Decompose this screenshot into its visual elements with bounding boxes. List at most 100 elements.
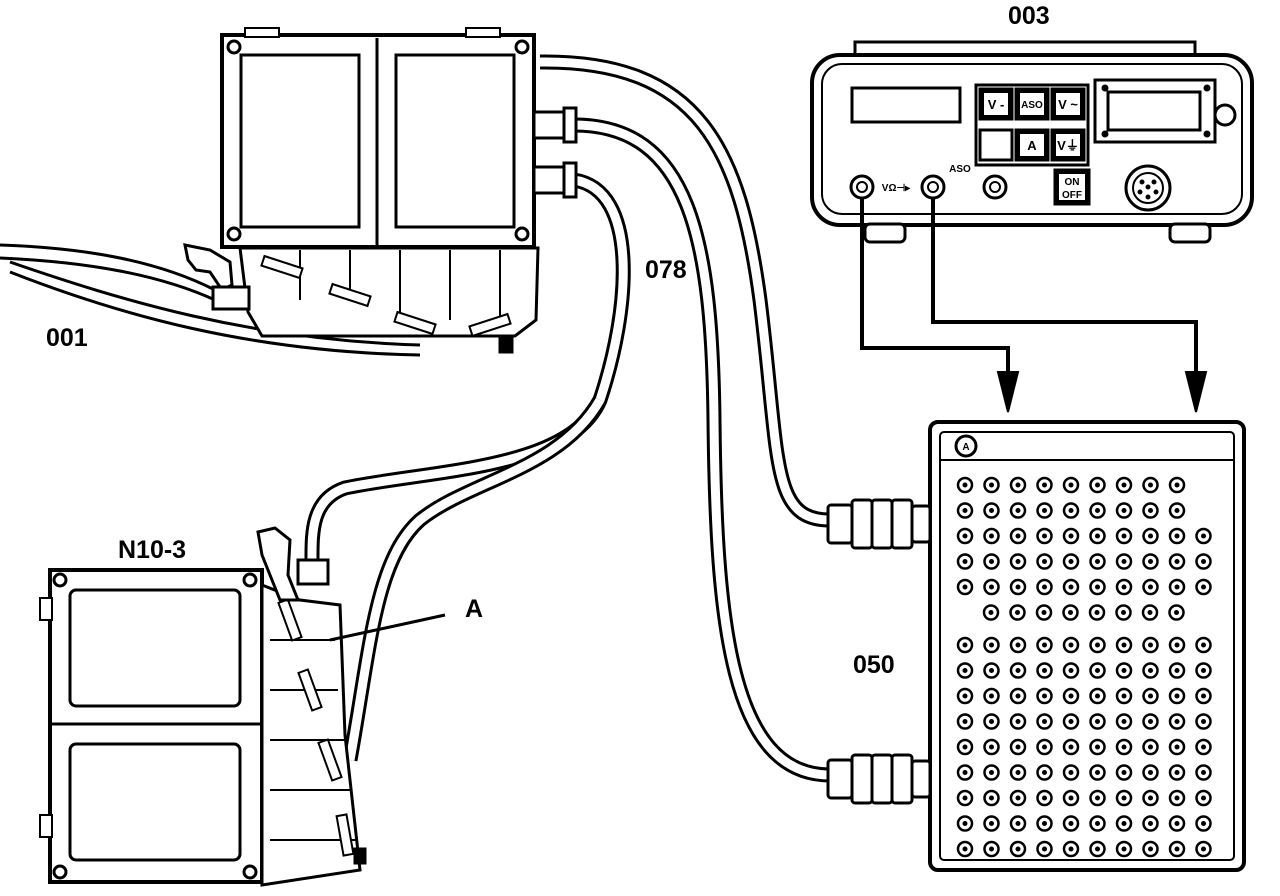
pin-socket-hole <box>989 482 994 488</box>
pin-socket-hole <box>989 508 994 513</box>
pin-socket-hole <box>1174 610 1179 615</box>
adapter-header-badge: A <box>962 442 969 453</box>
pin-socket-hole <box>962 846 968 852</box>
pin-socket-hole <box>1121 482 1127 488</box>
pin-socket-hole <box>1015 719 1021 724</box>
pin-socket-hole <box>1174 508 1180 513</box>
pin-socket-hole <box>1095 744 1100 750</box>
pin-socket-hole <box>1095 770 1100 775</box>
power-key-off: OFF <box>1062 190 1082 201</box>
pin-socket-hole <box>1042 719 1047 724</box>
pin-socket-hole <box>1042 642 1047 648</box>
pin-socket-hole <box>1174 533 1180 539</box>
pin-socket-hole <box>1095 559 1100 564</box>
tester-key-label: V - <box>988 97 1005 112</box>
pin-socket-hole <box>962 508 968 513</box>
pin-socket-hole <box>1015 508 1021 513</box>
pin-socket-hole <box>1121 693 1127 699</box>
pin-socket-hole <box>1068 693 1074 699</box>
pin-socket-hole <box>989 668 994 673</box>
pin-socket-hole <box>1201 821 1206 826</box>
pin-socket-hole <box>1201 584 1206 590</box>
pin-socket-hole <box>1201 795 1206 801</box>
pin-socket-hole <box>1148 846 1153 852</box>
pin-socket-hole <box>1095 719 1100 724</box>
pin-socket-hole <box>1095 533 1100 539</box>
pin-socket-hole <box>1121 821 1127 826</box>
tester-key-labels: V - ASO V ~ A V⏚ VΩ⊣▸ ASO ON OFF <box>882 97 1082 201</box>
pin-socket-hole <box>962 693 968 699</box>
pin-socket-hole <box>962 821 968 826</box>
pin-socket-hole <box>1095 846 1100 852</box>
pin-socket-hole <box>1068 795 1074 801</box>
pin-socket-hole <box>962 668 968 673</box>
pin-socket-hole <box>1174 642 1180 648</box>
pin-socket-hole <box>1095 508 1100 513</box>
pin-socket-hole <box>1148 821 1153 826</box>
pin-socket-hole <box>1068 719 1074 724</box>
aso-marking: ASO <box>949 164 971 175</box>
pin-socket-hole <box>1201 744 1206 750</box>
pin-socket-hole <box>1121 508 1127 513</box>
pin-socket-hole <box>1201 559 1206 564</box>
pin-socket-hole <box>1121 533 1127 539</box>
pin-socket-hole <box>1095 482 1100 488</box>
pin-socket-hole <box>1042 770 1047 775</box>
pin-socket-hole <box>1015 744 1021 750</box>
pin-socket-hole <box>1042 795 1047 801</box>
pin-socket-hole <box>989 559 994 564</box>
pin-socket-hole <box>1121 642 1127 648</box>
pin-socket-hole <box>1148 744 1153 750</box>
pin-socket-hole <box>1201 770 1206 775</box>
pin-socket-hole <box>1148 533 1153 539</box>
pointer-line-a <box>329 613 446 642</box>
pin-socket-hole <box>1121 610 1126 615</box>
pin-socket-hole <box>1068 559 1074 564</box>
pin-socket-hole <box>1174 482 1180 488</box>
pin-socket-hole <box>989 744 994 750</box>
pin-socket-hole <box>1068 642 1074 648</box>
pin-socket-hole <box>1068 846 1074 852</box>
pin-socket-hole <box>1068 508 1074 513</box>
pin-socket-hole <box>1042 508 1047 513</box>
pin-socket-hole <box>1174 559 1180 564</box>
label-078: 078 <box>645 256 687 284</box>
adapter-connector-lower <box>826 753 932 805</box>
tester-key-label: A <box>1027 138 1037 153</box>
pin-socket-hole <box>1121 719 1127 724</box>
pin-socket-hole <box>1095 668 1100 673</box>
pin-socket-hole <box>1015 821 1021 826</box>
pin-socket-hole <box>989 846 994 852</box>
pin-socket-hole <box>962 584 968 590</box>
pin-socket-hole <box>989 821 994 826</box>
pin-socket-hole <box>989 642 994 648</box>
pin-socket-hole <box>1201 846 1206 852</box>
tester-key-label: V ~ <box>1058 97 1078 112</box>
pin-socket-hole <box>1015 846 1021 852</box>
pin-socket-hole <box>1174 821 1180 826</box>
pin-socket-hole <box>989 533 994 539</box>
pin-socket-hole <box>1015 559 1021 564</box>
pin-socket-hole <box>1015 770 1021 775</box>
pin-socket-hole <box>1121 744 1127 750</box>
pin-socket-hole <box>1148 795 1153 801</box>
pin-socket-hole <box>989 693 994 699</box>
pin-socket-hole <box>1121 559 1127 564</box>
power-key-on: ON <box>1065 177 1080 188</box>
pin-socket-hole <box>1015 482 1021 488</box>
pin-socket-hole <box>989 770 994 775</box>
pin-socket-hole <box>1095 584 1100 590</box>
pin-socket-hole <box>988 610 994 615</box>
lead-arrowheads <box>996 371 1208 413</box>
pin-socket-hole <box>1068 744 1074 750</box>
cable-branch-plugs <box>296 106 578 586</box>
pin-socket-hole <box>962 770 968 775</box>
pin-socket-hole <box>1148 508 1153 513</box>
pin-socket-hole <box>1121 668 1127 673</box>
pin-socket-hole <box>1174 795 1180 801</box>
pin-socket-hole <box>1121 795 1127 801</box>
pin-socket-hole <box>1042 584 1047 590</box>
pin-socket-hole <box>1042 668 1047 673</box>
control-unit-top <box>0 27 540 357</box>
